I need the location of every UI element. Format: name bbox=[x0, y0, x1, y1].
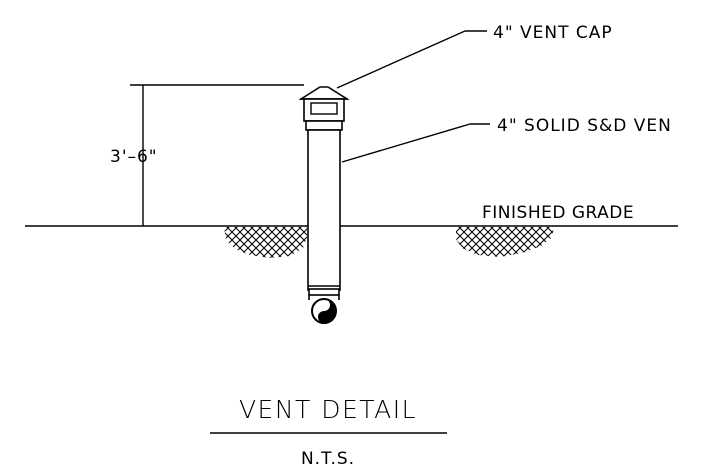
finished-grade-label: FINISHED GRADE bbox=[482, 203, 634, 223]
detail-title: VENT DETAIL bbox=[239, 395, 417, 424]
vent-cap-label: 4" VENT CAP bbox=[493, 23, 613, 43]
scale-note: N.T.S. bbox=[301, 449, 355, 469]
lateral-pipe-end-view bbox=[311, 298, 337, 324]
solid-pipe-label: 4" SOLID S&D VEN bbox=[497, 116, 672, 136]
vent-cap bbox=[298, 86, 350, 131]
soil-hatch-right bbox=[456, 227, 554, 257]
vent-pipe bbox=[307, 129, 341, 300]
soil-hatch-left bbox=[224, 227, 307, 258]
dimension-label: 3'–6" bbox=[110, 147, 158, 167]
solid-pipe-leader bbox=[341, 123, 471, 163]
vent-cap-leader bbox=[336, 30, 466, 89]
